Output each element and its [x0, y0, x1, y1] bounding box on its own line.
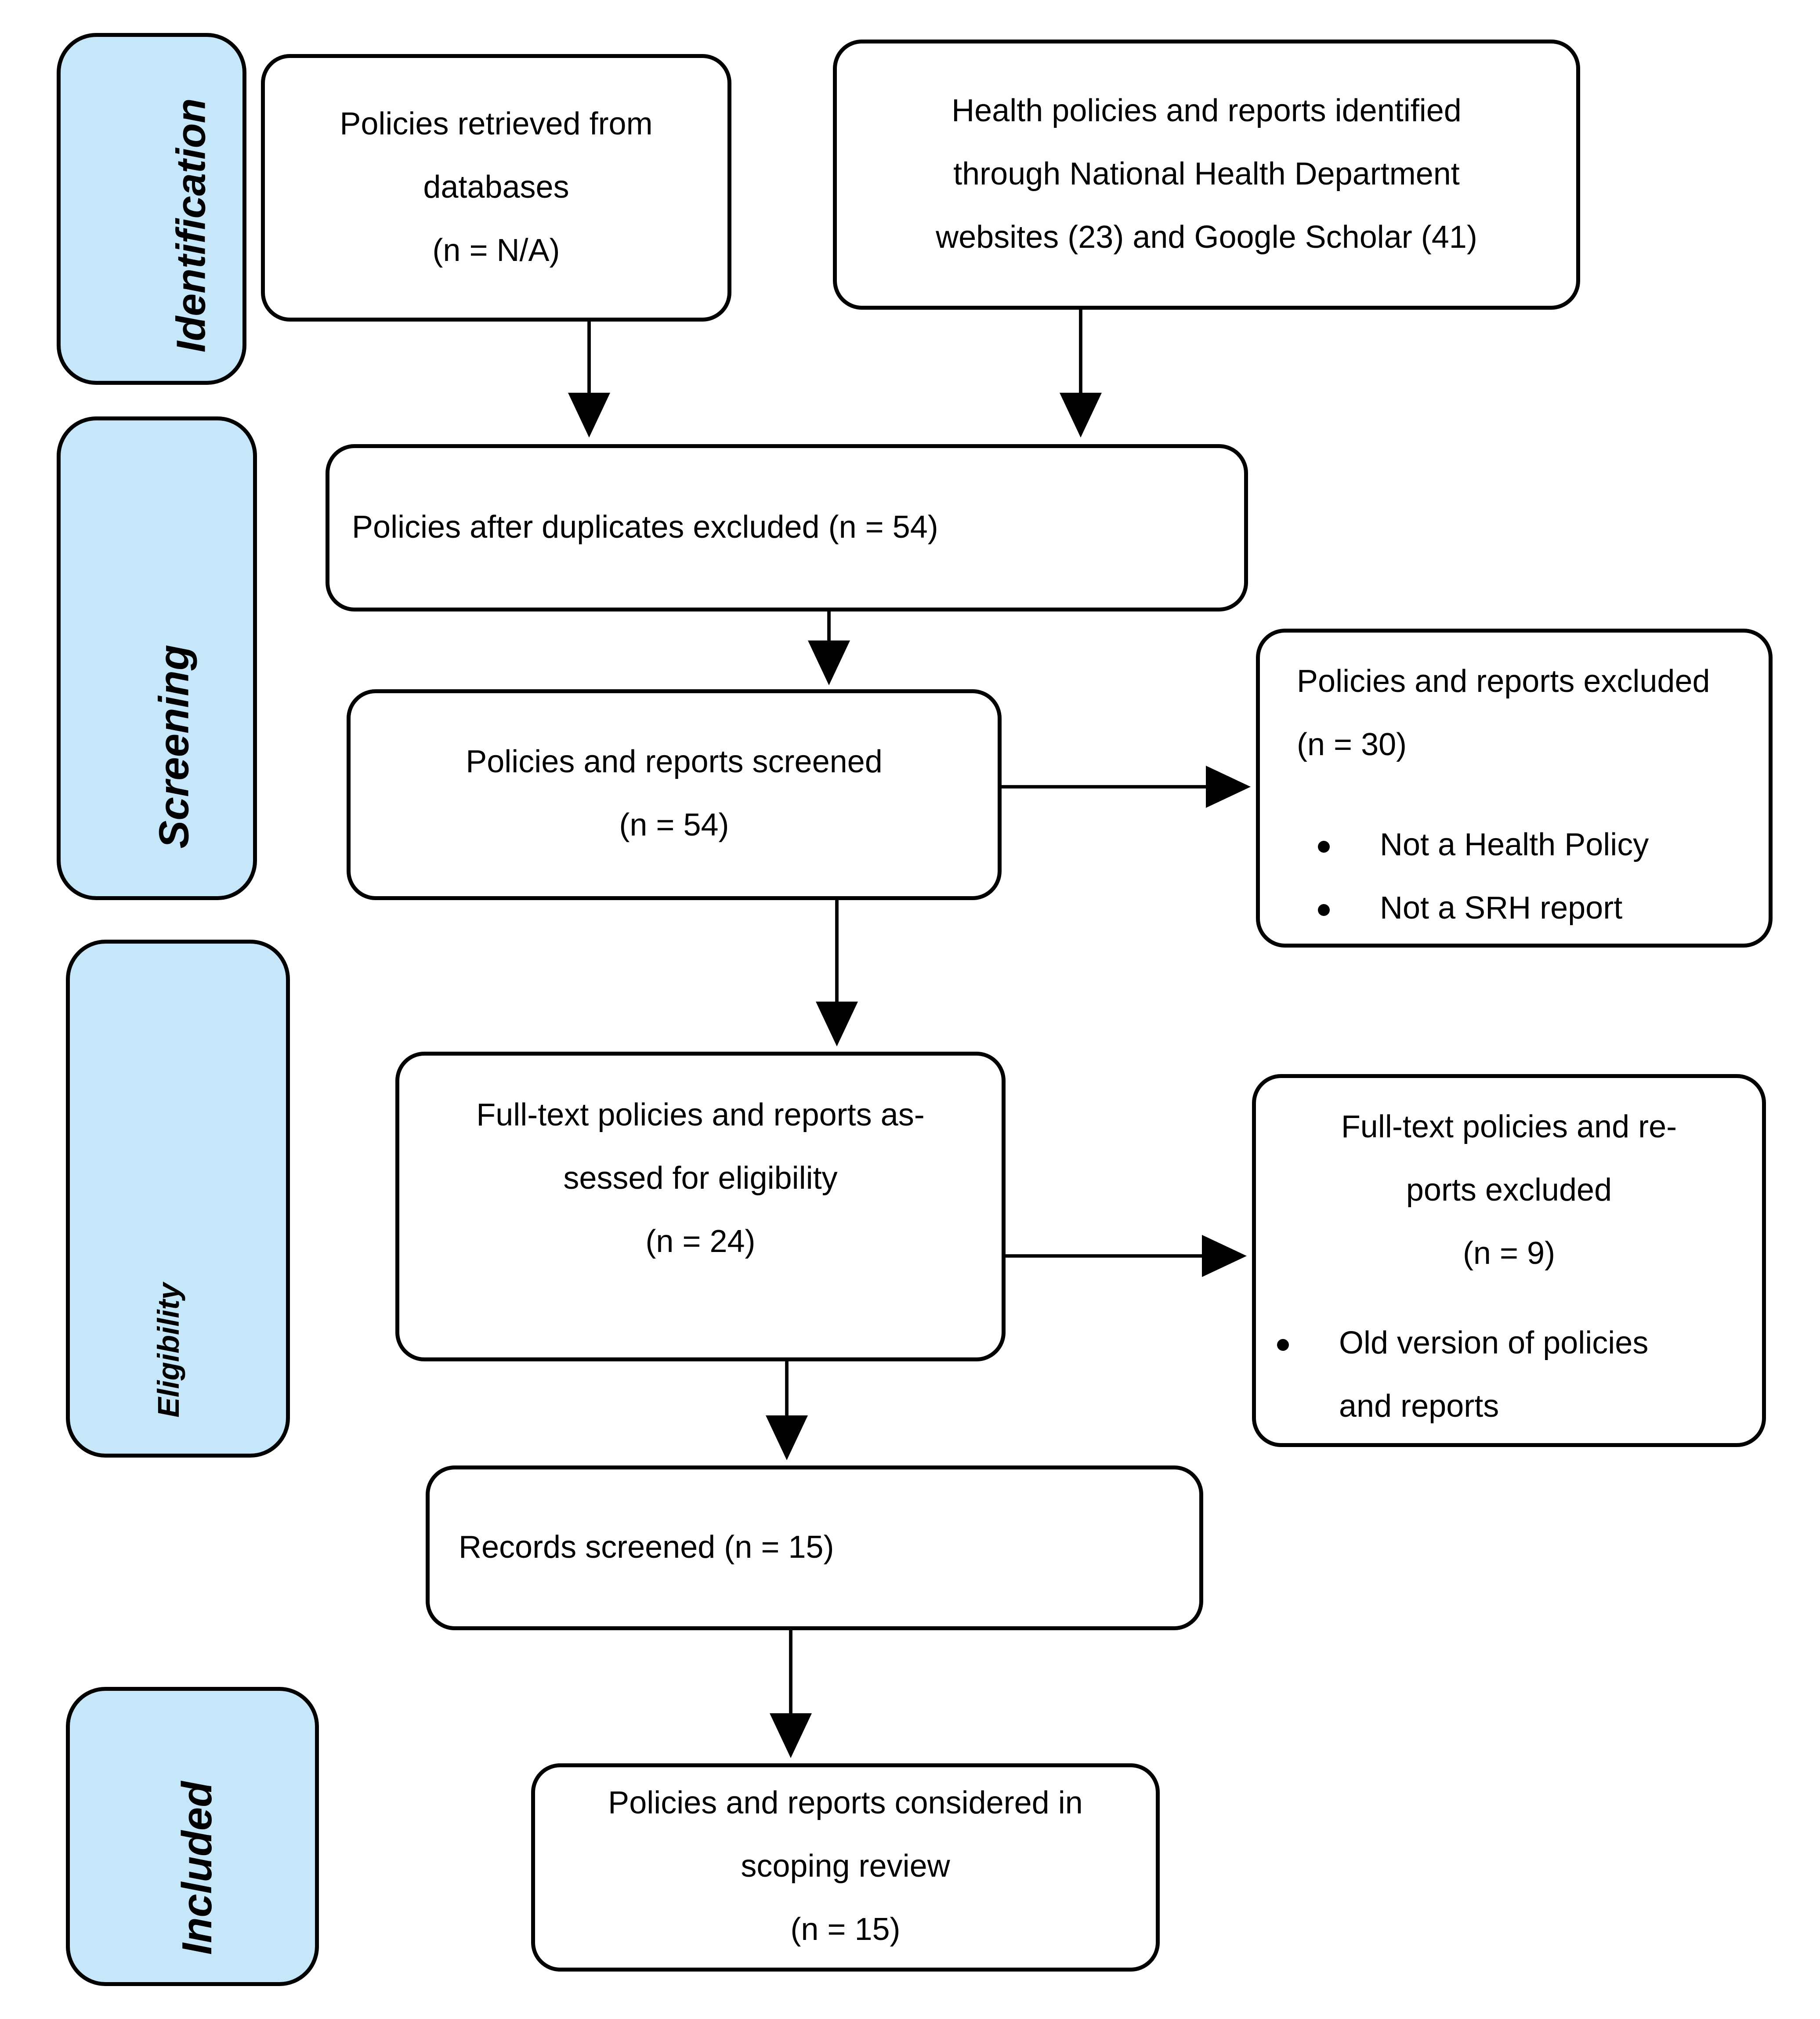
arrow-retrieved-to-deduplicated [568, 322, 610, 438]
arrow-identified-to-deduplicated [1060, 310, 1102, 438]
arrow-screened-to-fulltext [816, 900, 858, 1046]
stage-identification-label: Identification [167, 98, 214, 352]
node-policies-retrieved: Policies retrieved from databases (n = N… [261, 54, 731, 322]
node-text-line: (n = 54) [619, 808, 729, 843]
node-text-line: websites (23) and Google Scholar (41) [936, 219, 1477, 255]
stage-included: Included [66, 1687, 319, 1986]
bullet-dot [1277, 1339, 1289, 1351]
node-text-line: Policies and reports considered in [608, 1786, 1083, 1821]
node-text-line: sessed for eligibility [563, 1161, 838, 1197]
bullet-text: Not a SRH report [1380, 891, 1623, 926]
bullet-item: Not a Health Policy [1318, 814, 1758, 878]
node-text-line: Health policies and reports identified [952, 93, 1462, 129]
node-text-line: (n = 24) [645, 1224, 756, 1260]
node-text-line: through National Health Department [953, 156, 1460, 192]
bullet-text: Not a Health Policy [1380, 828, 1649, 863]
node-text-line: (n = N/A) [432, 232, 560, 268]
arrow-fulltext-to-records [766, 1361, 808, 1460]
arrow-screened-to-screening-excluded [1002, 766, 1251, 808]
node-screening-excluded: Policies and reports excluded (n = 30) N… [1256, 629, 1773, 948]
node-records-screened: Records screened (n = 15) [426, 1465, 1203, 1630]
node-text-line: (n = 15) [790, 1912, 901, 1948]
node-fulltext-excluded: Full-text policies and re- ports exclude… [1252, 1074, 1766, 1447]
node-text-line: scoping review [741, 1849, 950, 1885]
node-text-line: (n = 9) [1462, 1236, 1556, 1272]
bullet-list: Old version of policies and reports [1256, 1313, 1762, 1439]
node-text-line: Policies after duplicates excluded (n = … [352, 509, 938, 545]
node-text-line: Full-text policies and re- [1341, 1110, 1677, 1145]
bullet-text: Old version of policies and reports [1339, 1326, 1649, 1425]
bullet-dot [1318, 841, 1330, 853]
stage-eligibility: Eligibility [66, 940, 290, 1458]
stage-identification: Identification [57, 33, 246, 385]
node-duplicates-excluded: Policies after duplicates excluded (n = … [326, 444, 1248, 611]
stage-eligibility-label: Eligibility [151, 1283, 185, 1418]
node-text-line: Policies and reports excluded [1297, 664, 1710, 700]
node-text-line: Records screened (n = 15) [459, 1529, 834, 1565]
bullet-item: Not a SRH report [1318, 878, 1758, 941]
bullet-dot [1318, 904, 1330, 916]
arrow-fulltext-to-fulltext-excluded [1006, 1235, 1247, 1277]
node-policies-screened: Policies and reports screened (n = 54) [347, 689, 1002, 900]
arrow-deduplicated-to-screened [808, 611, 850, 685]
node-text-line: ports excluded [1406, 1173, 1612, 1209]
node-text-line: Policies and reports screened [466, 745, 883, 780]
stage-screening: Screening [57, 416, 257, 900]
bullet-item: Old version of policies and reports [1277, 1313, 1762, 1439]
arrow-records-to-included [770, 1630, 812, 1758]
stage-screening-label: Screening [149, 644, 197, 849]
node-text-line: databases [423, 169, 569, 205]
node-text-line: (n = 30) [1297, 727, 1407, 763]
node-text-line: Policies retrieved from [340, 106, 653, 142]
node-text-line: Full-text policies and reports as- [476, 1098, 925, 1133]
stage-included-label: Included [173, 1781, 221, 1955]
node-included-in-review: Policies and reports considered in scopi… [531, 1763, 1160, 1972]
bullet-list: Not a Health Policy Not a SRH report [1297, 814, 1758, 941]
node-policies-identified: Health policies and reports identified t… [833, 40, 1580, 310]
node-fulltext-assessed: Full-text policies and reports as- sesse… [395, 1052, 1006, 1361]
